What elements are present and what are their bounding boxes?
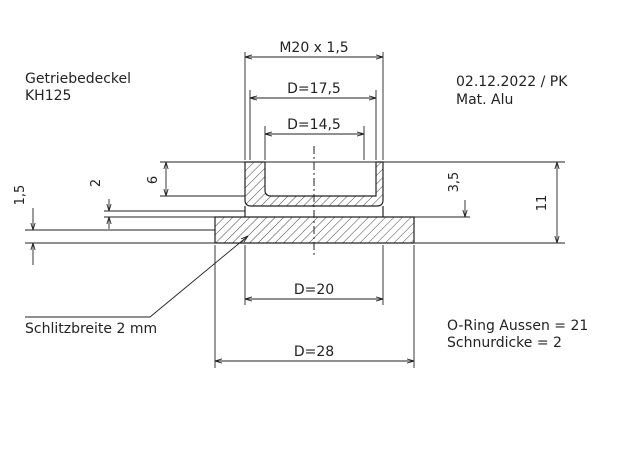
thread-dimension: M20 x 1,5: [279, 40, 348, 56]
cup-height: 6: [146, 176, 161, 184]
total-height: 11: [535, 195, 550, 212]
date-author: 02.12.2022 / PK: [456, 74, 568, 90]
material-note: Mat. Alu: [456, 92, 514, 108]
bottom-thickness: 3,5: [447, 172, 462, 193]
gap-height: 2: [89, 179, 104, 187]
part-name: Getriebedeckel: [25, 71, 132, 87]
part-model: KH125: [25, 88, 72, 104]
inner-cup-diameter: D=14,5: [287, 117, 341, 133]
outer-cup-diameter: D=17,5: [287, 81, 341, 97]
flange-step-height: 1,5: [13, 185, 28, 206]
cup-section: [244, 161, 384, 207]
slot-leader: [25, 236, 248, 318]
neck-section: [244, 206, 384, 217]
extension-lines: [25, 52, 565, 368]
slot-width-note: Schlitzbreite 2 mm: [25, 321, 158, 337]
oring-outer-note: O-Ring Aussen = 21: [447, 318, 589, 334]
step-diameter: D=20: [294, 282, 334, 298]
dimension-lines: [33, 57, 557, 361]
cord-thickness-note: Schnurdicke = 2: [447, 335, 562, 351]
flange-diameter: D=28: [294, 344, 334, 360]
